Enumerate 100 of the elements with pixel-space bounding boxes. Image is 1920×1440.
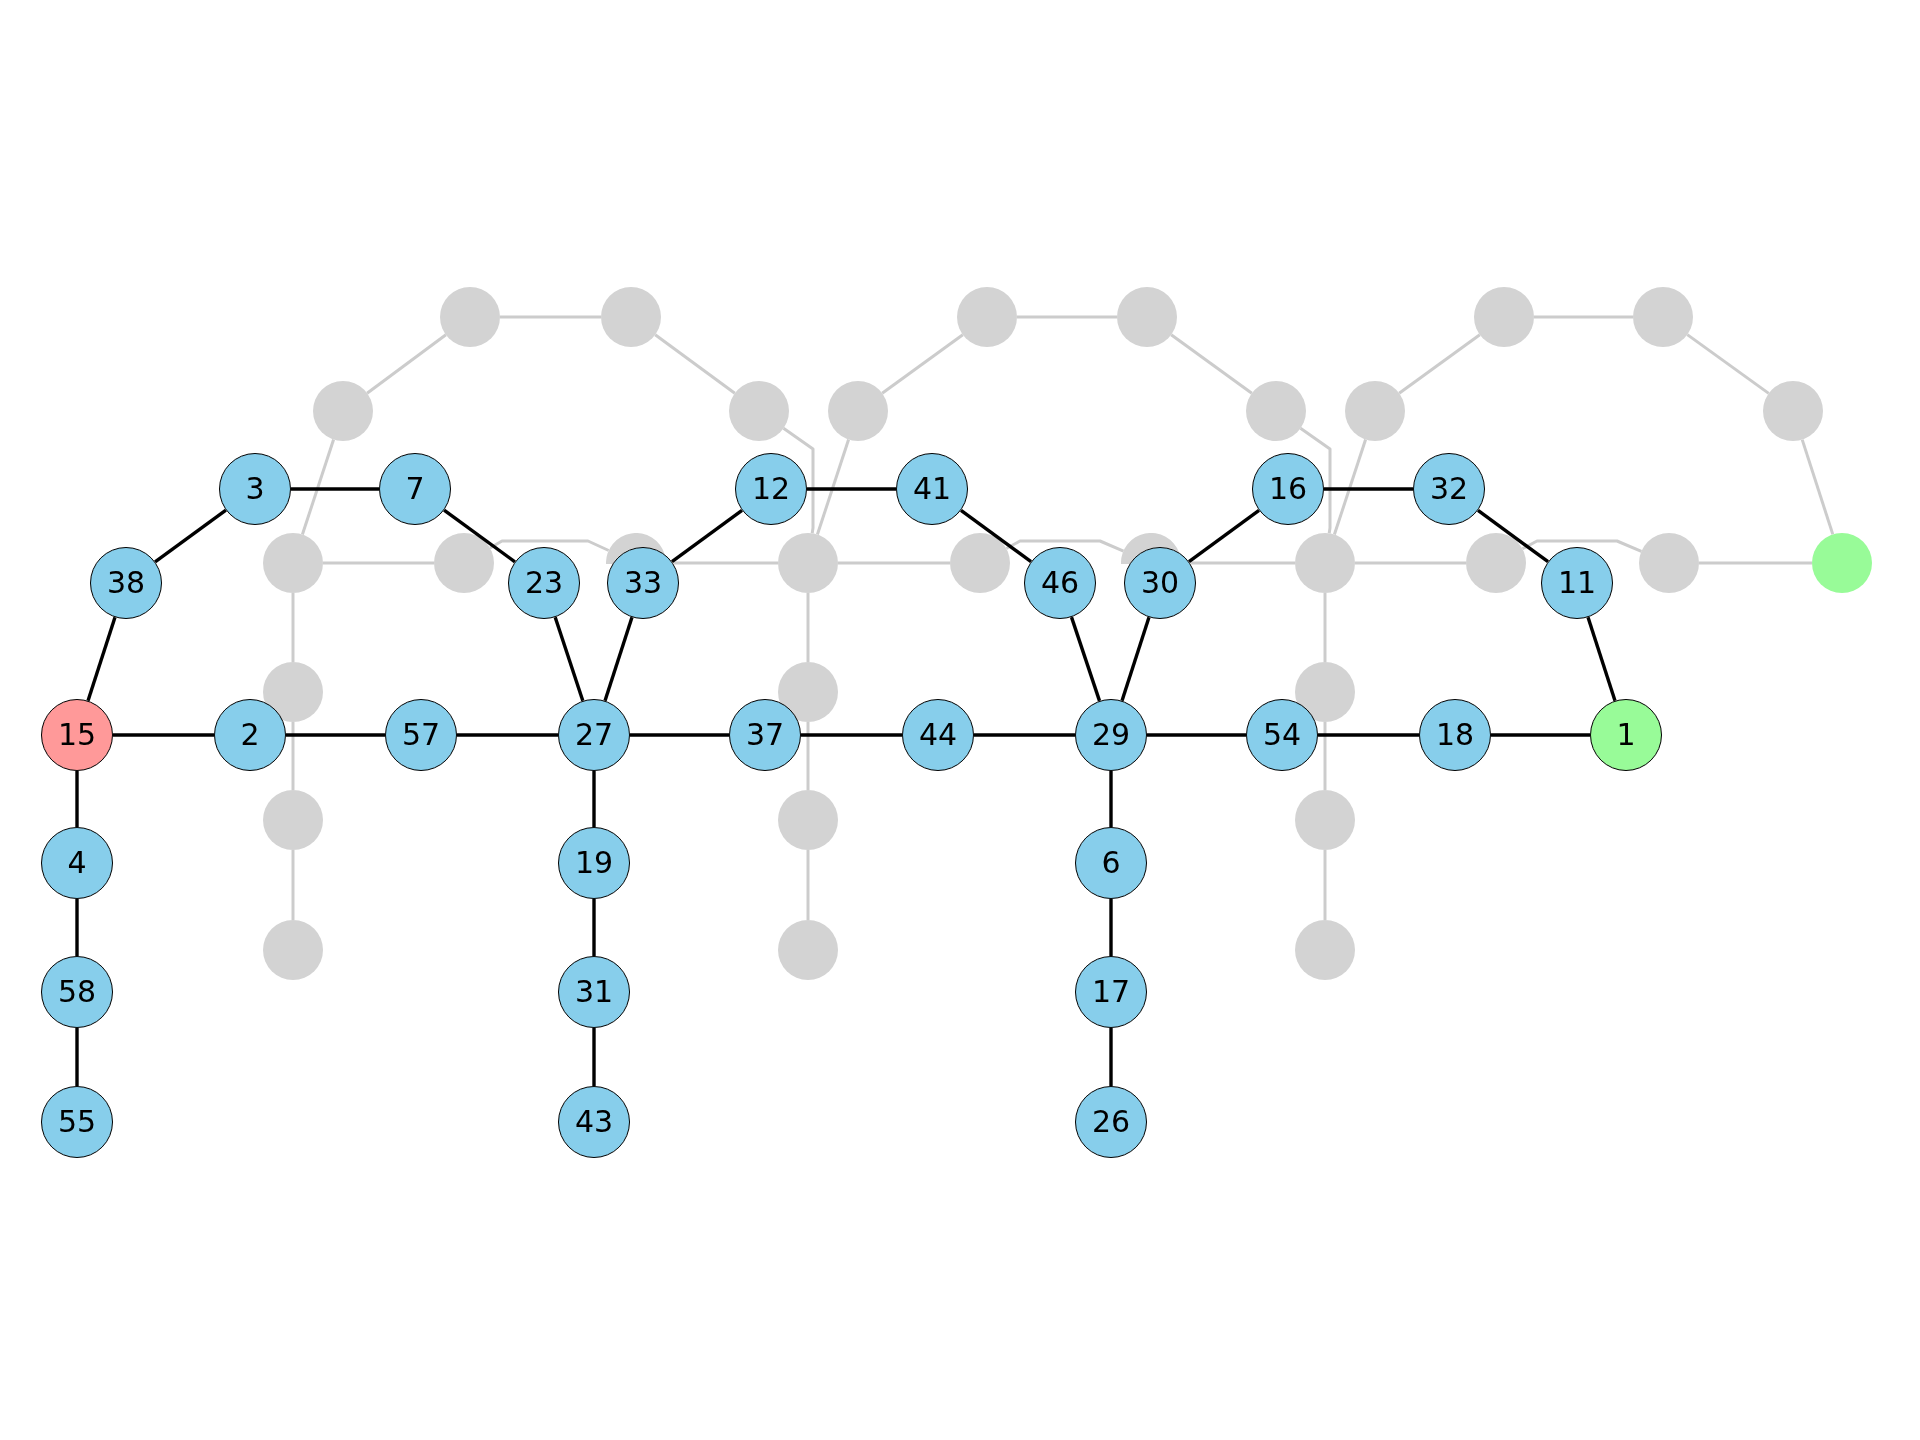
node-circle: 23	[508, 547, 580, 619]
edge-line	[806, 850, 810, 920]
edge-line	[815, 439, 851, 535]
edge-line	[1323, 593, 1327, 662]
node-circle: 7	[379, 453, 451, 525]
node-circle: 38	[90, 547, 162, 619]
node-circle	[1295, 920, 1355, 980]
edge-line	[1491, 733, 1590, 737]
node-circle: 16	[1252, 453, 1324, 525]
node-circle	[1117, 287, 1177, 347]
node-circle	[601, 287, 661, 347]
edge-line	[801, 733, 902, 737]
edge-line	[1109, 899, 1113, 956]
node-circle	[950, 533, 1010, 593]
edge-line	[838, 561, 950, 565]
node-circle: 57	[385, 699, 457, 771]
edge-line	[286, 733, 385, 737]
edge-line	[291, 487, 379, 491]
node-circle	[1763, 381, 1823, 441]
node-circle	[1345, 381, 1405, 441]
node-circle: 30	[1124, 547, 1196, 619]
edge-line	[1586, 616, 1617, 702]
edge-line	[1686, 333, 1770, 395]
node-circle	[440, 287, 500, 347]
node-circle: 55	[41, 1086, 113, 1158]
edge-line	[1332, 439, 1368, 535]
edge-line	[113, 733, 214, 737]
edge-line	[1323, 850, 1327, 920]
node-circle	[1474, 287, 1534, 347]
edge-line	[654, 333, 736, 395]
node-circle: 19	[558, 827, 630, 899]
node-circle: 17	[1075, 956, 1147, 1028]
node-circle: 26	[1075, 1086, 1147, 1158]
edge-line	[1398, 333, 1481, 395]
edge-line	[881, 333, 964, 395]
edge-line	[154, 508, 227, 564]
node-circle: 2	[214, 699, 286, 771]
node-circle: 12	[735, 453, 807, 525]
node-crescent	[606, 533, 665, 564]
node-circle	[957, 287, 1017, 347]
node-circle	[1466, 533, 1526, 593]
edge-line	[1147, 733, 1246, 737]
edge-line	[553, 616, 585, 702]
node-circle	[729, 381, 789, 441]
edge-line	[1188, 508, 1260, 564]
node-circle	[778, 920, 838, 980]
edge-line	[674, 561, 778, 565]
node-circle	[1295, 790, 1355, 850]
node-circle	[313, 381, 373, 441]
edge-line	[75, 1028, 79, 1086]
node-circle: 37	[729, 699, 801, 771]
node-circle: 58	[41, 956, 113, 1028]
edge-line	[671, 508, 743, 564]
node-circle: 15	[41, 699, 113, 771]
edge-line	[300, 439, 336, 535]
edge-line	[457, 733, 558, 737]
node-circle: 6	[1075, 827, 1147, 899]
node-circle: 18	[1419, 699, 1491, 771]
edge-line	[807, 487, 896, 491]
node-circle	[1246, 381, 1306, 441]
node-circle	[1633, 287, 1693, 347]
node-circle	[263, 533, 323, 593]
node-circle: 31	[558, 956, 630, 1028]
edge-line	[1191, 561, 1295, 565]
node-circle	[263, 920, 323, 980]
node-circle: 1	[1590, 699, 1662, 771]
node-circle: 4	[41, 827, 113, 899]
node-circle	[1812, 533, 1872, 593]
edge-line	[75, 899, 79, 956]
edge-line	[500, 315, 601, 319]
edge-line	[1017, 315, 1117, 319]
edge-line	[443, 508, 516, 564]
node-circle: 44	[902, 699, 974, 771]
node-circle	[828, 381, 888, 441]
edge-line	[1299, 427, 1332, 534]
node-circle: 32	[1413, 453, 1485, 525]
edge-line	[782, 427, 815, 534]
node-circle	[778, 790, 838, 850]
edge-line	[1521, 539, 1642, 553]
edge-line	[974, 733, 1075, 737]
edge-line	[592, 771, 596, 827]
edge-line	[291, 850, 295, 920]
edge-line	[1120, 616, 1151, 702]
edge-line	[1005, 539, 1125, 553]
edge-line	[366, 333, 447, 395]
edge-line	[1318, 733, 1419, 737]
edge-line	[489, 539, 610, 552]
node-circle	[1639, 533, 1699, 593]
edge-line	[630, 733, 729, 737]
edge-line	[1534, 315, 1633, 319]
node-circle: 54	[1246, 699, 1318, 771]
node-circle: 41	[896, 453, 968, 525]
node-circle: 11	[1541, 547, 1613, 619]
node-circle	[434, 533, 494, 593]
node-circle: 43	[558, 1086, 630, 1158]
edge-line	[1069, 616, 1102, 702]
node-circle: 33	[607, 547, 679, 619]
edge-line	[592, 1028, 596, 1086]
node-circle: 27	[558, 699, 630, 771]
edge-line	[1699, 561, 1812, 565]
